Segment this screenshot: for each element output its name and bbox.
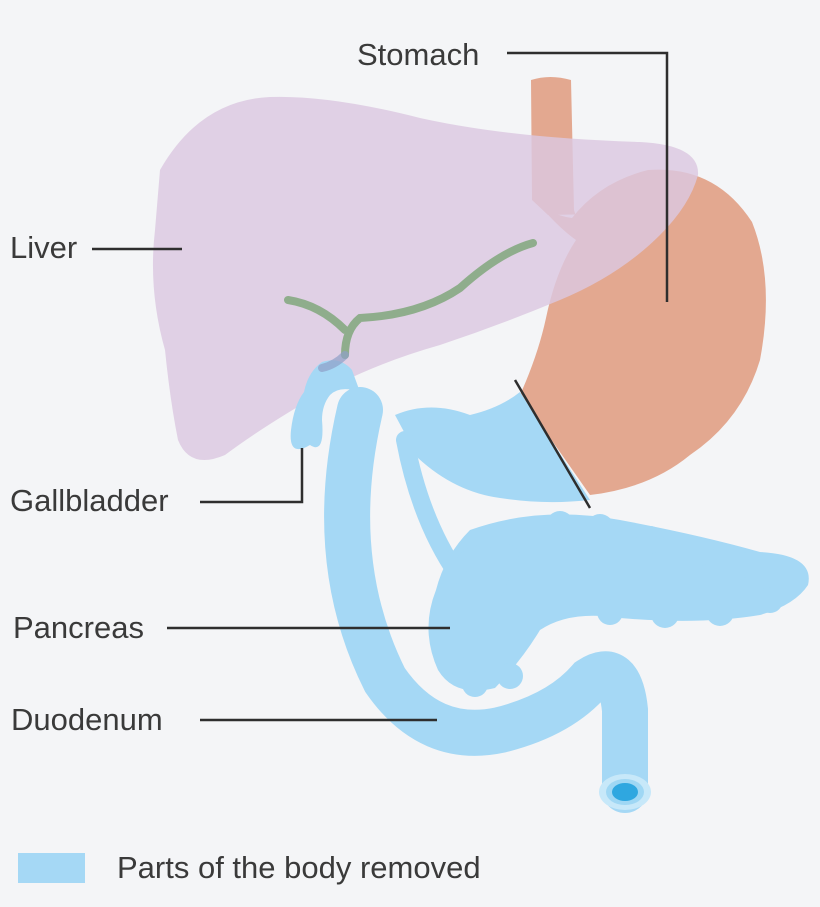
label-pancreas: Pancreas bbox=[13, 610, 144, 645]
gallbladder bbox=[290, 360, 360, 450]
duodenum bbox=[324, 387, 651, 813]
cystic-duct bbox=[318, 351, 349, 372]
liver bbox=[152, 96, 699, 460]
stomach-division-line bbox=[513, 379, 592, 509]
removed-stomach-antrum bbox=[395, 392, 590, 503]
bile-duct bbox=[284, 239, 537, 359]
label-liver: Liver bbox=[10, 230, 77, 265]
label-gallbladder: Gallbladder bbox=[10, 483, 169, 518]
legend: Parts of the body removed bbox=[18, 850, 481, 885]
label-stomach: Stomach bbox=[357, 37, 479, 72]
legend-text: Parts of the body removed bbox=[117, 850, 481, 885]
gallbladder-leader-line bbox=[200, 448, 304, 504]
stomach-leader-line bbox=[507, 51, 669, 302]
label-duodenum: Duodenum bbox=[11, 702, 163, 737]
leader-lines bbox=[92, 51, 669, 722]
removed-parts bbox=[290, 360, 809, 697]
legend-swatch bbox=[18, 853, 85, 883]
